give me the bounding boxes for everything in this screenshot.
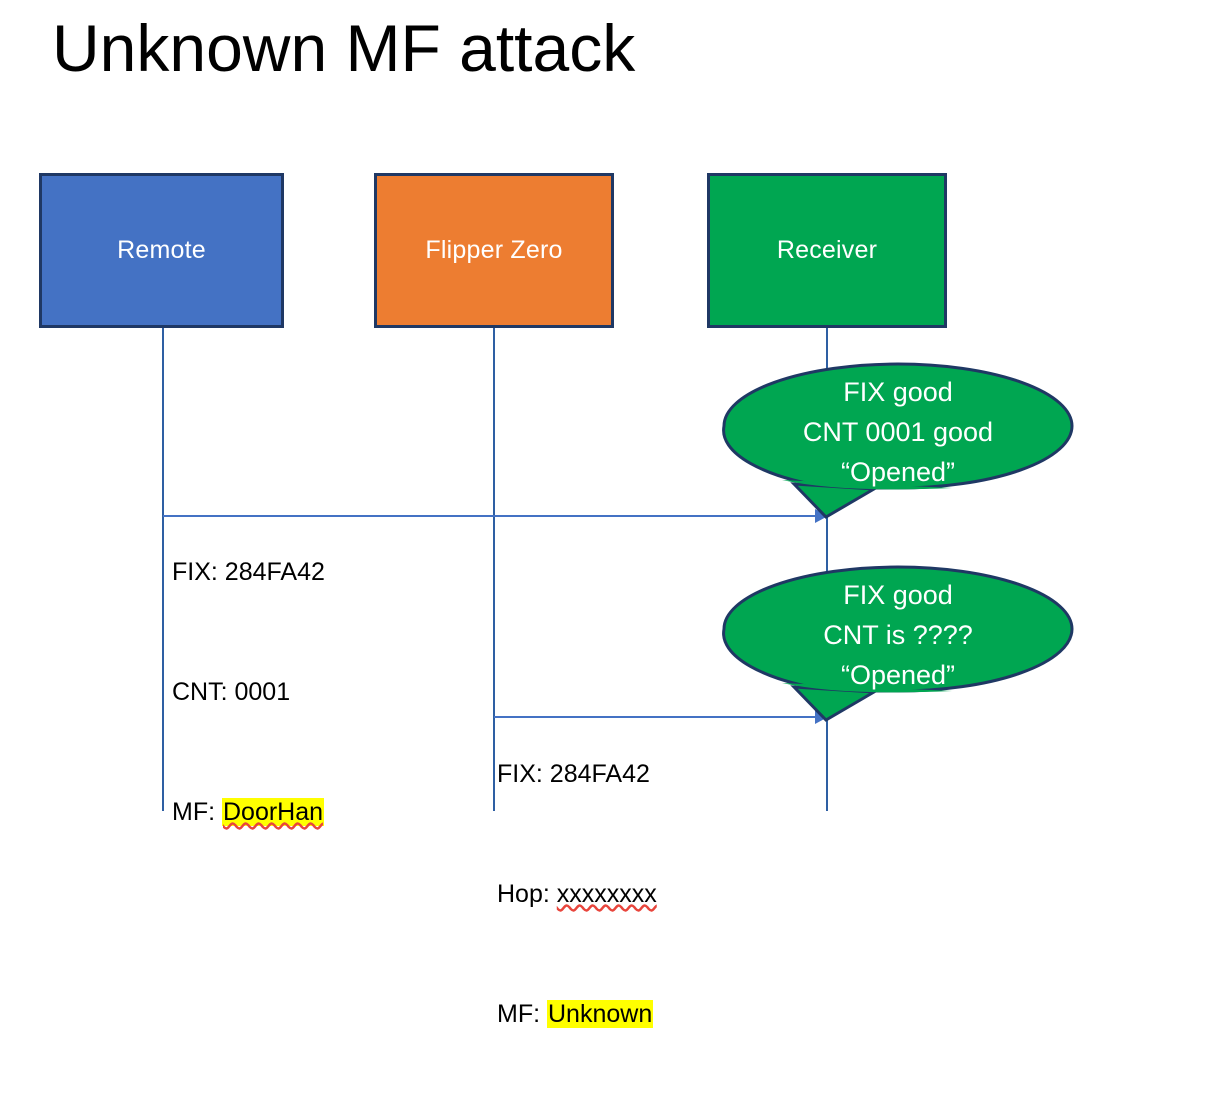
message-line: FIX: 284FA42 [497,754,657,794]
message-line-value-misspelled: xxxxxxxx [556,880,657,908]
message-line-prefix: MF: [497,1000,547,1028]
message-line-prefix: MF: [172,798,222,826]
page-title: Unknown MF attack [52,11,636,85]
speech-bubble-second-reply[interactable]: FIX good CNT is ???? “Opened” [722,565,1074,723]
message-line-value: 284FA42 [549,760,650,788]
message-line-prefix: FIX: [497,760,550,788]
slide-canvas: Unknown MF attack Remote Flipper Zero Re… [39,11,1074,1028]
actor-box-receiver[interactable]: Receiver [707,173,947,328]
message-line: Hop: xxxxxxxx [497,874,657,914]
actor-label-flipper-zero: Flipper Zero [425,236,563,264]
actor-label-receiver: Receiver [776,236,878,264]
message-line-value: 0001 [234,678,291,706]
actor-label-remote: Remote [117,236,206,264]
actor-box-remote[interactable]: Remote [39,173,284,328]
message-line-value-highlighted: DoorHan [222,798,325,826]
lifeline-receiver [826,328,828,811]
message-label-flipper-to-receiver: FIX: 284FA42 Hop: xxxxxxxx MF: Unknown [497,674,657,1114]
message-line-prefix: Hop: [497,880,557,908]
message-line: MF: Unknown [497,994,657,1034]
message-line-value-highlighted: Unknown [547,1000,654,1028]
message-line-prefix: FIX: [172,558,225,586]
message-line: CNT: 0001 [172,672,325,712]
speech-bubble-shape [722,362,1074,519]
message-line-prefix: CNT: [172,678,235,706]
lifeline-flipper-zero [493,328,495,811]
lifeline-remote [162,328,164,811]
message-line: FIX: 284FA42 [172,552,325,592]
message-line-value: 284FA42 [224,558,325,586]
message-line: MF: DoorHan [172,792,325,832]
speech-bubble-shape [722,565,1074,722]
message-label-remote-to-receiver: FIX: 284FA42 CNT: 0001 MF: DoorHan [172,472,325,912]
actor-box-flipper-zero[interactable]: Flipper Zero [374,173,614,328]
speech-bubble-first-reply[interactable]: FIX good CNT 0001 good “Opened” [722,362,1074,520]
